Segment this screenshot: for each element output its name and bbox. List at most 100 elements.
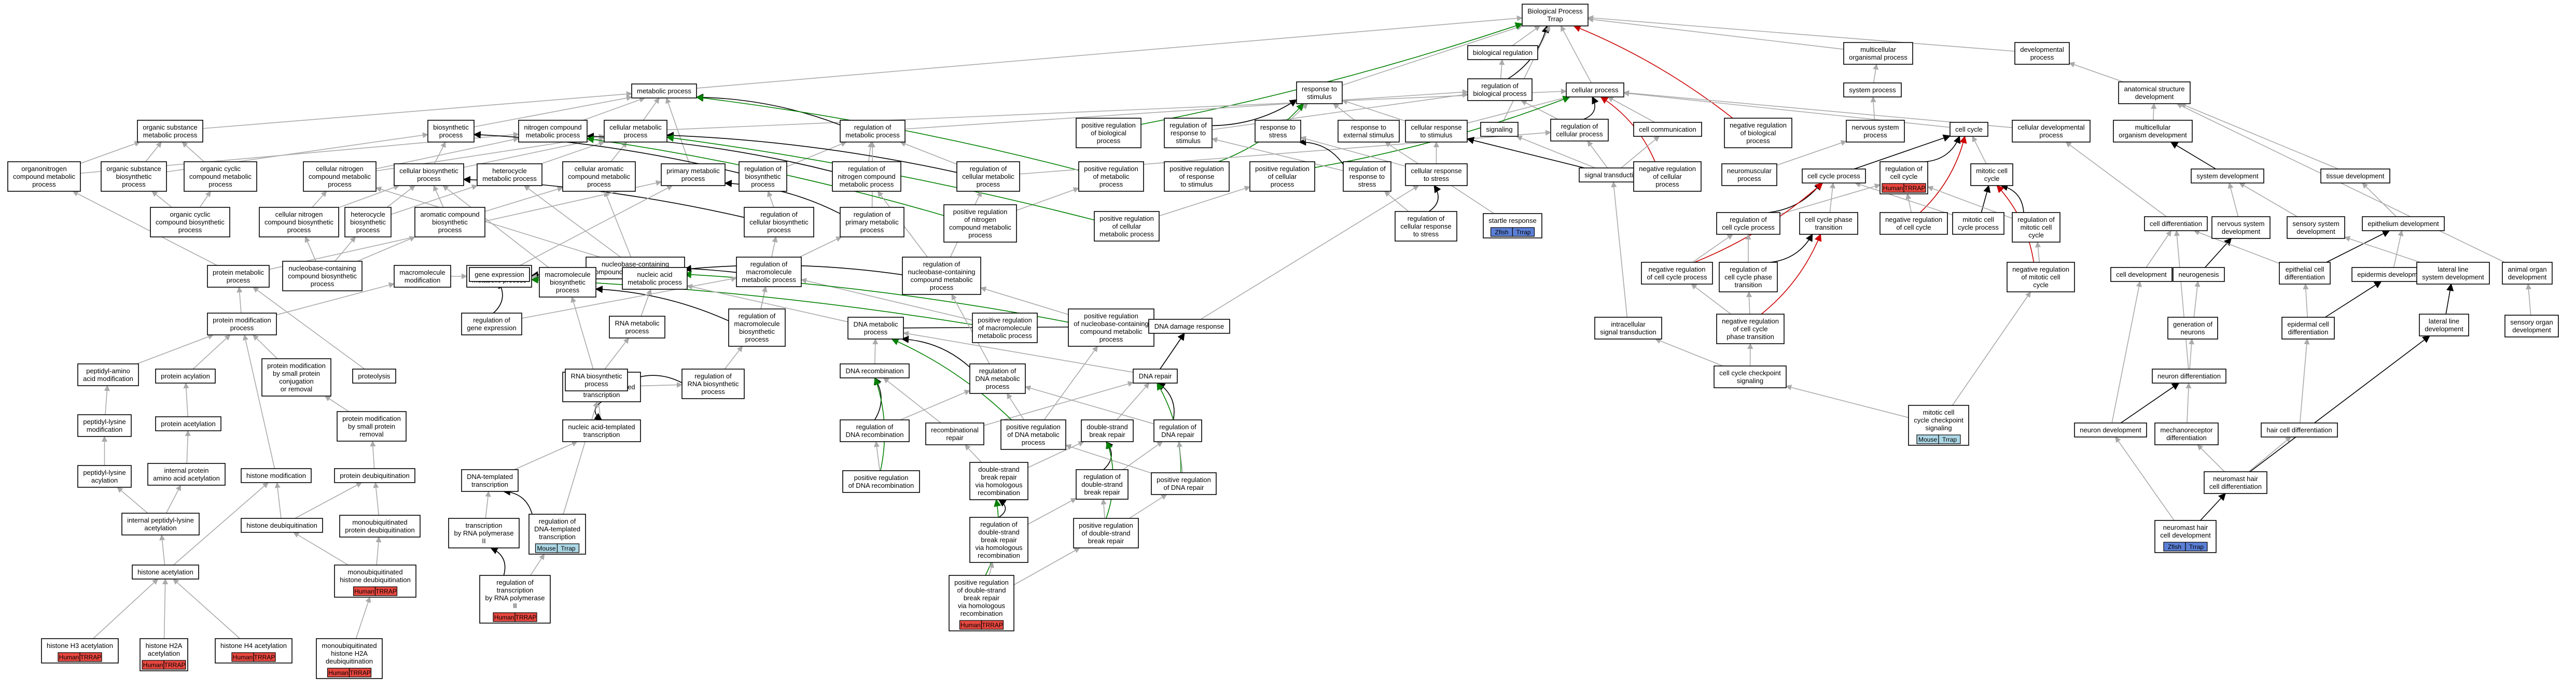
go-term-dna-repair[interactable]: DNA repair <box>1133 369 1178 384</box>
go-term-protein-acylation[interactable]: protein acylation <box>155 369 216 384</box>
go-term-hair-cell-differentiation[interactable]: hair cell differentiation <box>2261 422 2338 438</box>
go-term-regulation-of-nucleobase-containing-compound-metabolic-process[interactable]: regulation ofnucleobase-containingcompou… <box>902 257 981 295</box>
go-term-cell-differentiation[interactable]: cell differentiation <box>2144 216 2208 231</box>
go-term-cellular-process[interactable]: cellular process <box>1566 82 1624 97</box>
go-term-signaling[interactable]: signaling <box>1480 122 1519 137</box>
go-term-neuron-differentiation[interactable]: neuron differentiation <box>2152 369 2226 384</box>
go-term-biological-regulation[interactable]: biological regulation <box>1467 45 1538 60</box>
go-term-histone-deubiquitination[interactable]: histone deubiquitination <box>241 518 323 533</box>
go-term-protein-acetylation[interactable]: protein acetylation <box>155 416 221 431</box>
go-term-system-development[interactable]: system development <box>2191 168 2264 184</box>
go-term-regulation-of-dna-templated-transcription[interactable]: regulation ofDNA-templatedtranscriptionM… <box>528 514 586 555</box>
go-term-histone-modification[interactable]: histone modification <box>241 468 312 483</box>
go-term-cell-cycle[interactable]: cell cycle <box>1950 122 1988 137</box>
go-term-proteolysis[interactable]: proteolysis <box>352 369 396 384</box>
